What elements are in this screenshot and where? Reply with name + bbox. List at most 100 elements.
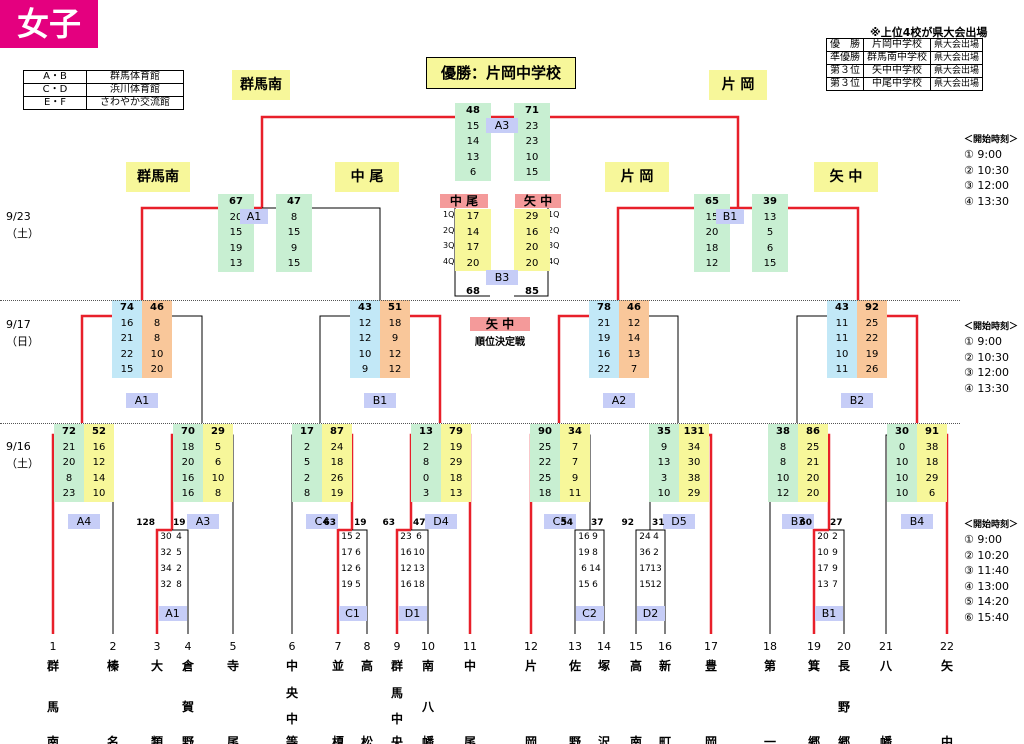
quarter-score: 2 bbox=[832, 532, 838, 542]
court-label: B4 bbox=[901, 514, 933, 529]
score-total: 46 bbox=[627, 302, 641, 313]
quarter-score: 14 bbox=[589, 564, 601, 574]
score-total: 91 bbox=[925, 426, 939, 437]
score-total: 87 bbox=[330, 426, 344, 437]
court-label: C5 bbox=[544, 514, 576, 529]
score-total: 78 bbox=[597, 302, 611, 313]
quarter-score: 8 bbox=[290, 211, 298, 223]
team-name-char: 倉 bbox=[181, 659, 194, 673]
team-name-char: 沢 bbox=[597, 735, 610, 744]
winner-path bbox=[395, 528, 411, 634]
date-divider bbox=[0, 423, 960, 424]
quarter-score: 38 bbox=[925, 441, 939, 453]
score-total: 70 bbox=[181, 426, 195, 437]
caption: 順位決定戦 bbox=[475, 337, 525, 348]
team-name-char: 群 bbox=[390, 659, 403, 673]
quarter-score: 20 bbox=[514, 240, 550, 256]
schedule-time: ④ 13:30 bbox=[964, 194, 1010, 208]
team-number: 5 bbox=[229, 640, 237, 653]
schedule-time: ② 10:30 bbox=[964, 163, 1010, 177]
team-name-char: 八 bbox=[879, 659, 892, 673]
quarter-score: 15 bbox=[578, 580, 590, 590]
quarter-score: 9 bbox=[832, 564, 838, 574]
team-name-char: 高 bbox=[629, 659, 642, 673]
quarter-score: 12 bbox=[705, 258, 719, 269]
quarter-score: 15 bbox=[466, 120, 480, 132]
court-label: D4 bbox=[425, 514, 457, 529]
score-total: 63 bbox=[323, 518, 336, 528]
result-cell: 準優勝 bbox=[826, 51, 864, 65]
weekday-label: （日） bbox=[6, 335, 39, 348]
team-label: 中 尾 bbox=[335, 162, 399, 192]
quarter-score: 7 bbox=[832, 580, 838, 590]
score-total: 92 bbox=[621, 518, 634, 528]
venue-cell: E・F bbox=[23, 96, 87, 110]
court-label: B3 bbox=[486, 270, 518, 285]
quarter-score: 5 bbox=[766, 227, 774, 238]
team-name-char: 岡 bbox=[524, 735, 537, 744]
quarter-score: 12 bbox=[341, 564, 353, 574]
score-total: 17 bbox=[300, 426, 314, 437]
bracket-line bbox=[590, 529, 605, 634]
quarter-score: 16 bbox=[514, 224, 550, 240]
team-name-char: 南 bbox=[629, 735, 642, 744]
team-name-char: 町 bbox=[658, 735, 671, 744]
result-cell: 県大会出場 bbox=[929, 64, 984, 78]
schedule-time: ② 10:30 bbox=[964, 350, 1010, 364]
quarter-score: 6 bbox=[469, 167, 477, 178]
quarter-score: 20 bbox=[229, 211, 243, 223]
schedule-time: ③ 12:00 bbox=[964, 366, 1010, 379]
weekday-label: （土） bbox=[6, 457, 39, 470]
score-total: 65 bbox=[705, 196, 719, 207]
quarter-score: 0 bbox=[422, 472, 430, 484]
result-cell: 中尾中学校 bbox=[863, 77, 931, 91]
quarter-score: 10 bbox=[776, 472, 790, 484]
quarter-score: 2 bbox=[355, 532, 361, 542]
score-total: 43 bbox=[358, 302, 372, 313]
team-number: 10 bbox=[421, 640, 435, 653]
score-total: 29 bbox=[211, 426, 225, 437]
team-name-char: 尾 bbox=[226, 735, 239, 744]
result-cell: 群馬南中学校 bbox=[863, 51, 931, 65]
bracket-line bbox=[635, 529, 650, 634]
quarter-score: 36 bbox=[639, 548, 651, 558]
quarter-label: 4Q bbox=[443, 256, 455, 266]
score-total: 86 bbox=[806, 426, 820, 437]
score-total: 34 bbox=[568, 426, 582, 437]
quarter-score: 18 bbox=[449, 472, 463, 484]
team-name-char: 尾 bbox=[463, 735, 476, 744]
quarter-score: 11 bbox=[568, 488, 582, 499]
quarter-score: 12 bbox=[388, 348, 402, 360]
quarter-score: 8 bbox=[303, 488, 311, 499]
quarter-score: 8 bbox=[214, 488, 222, 499]
team-name-char: 名 bbox=[106, 735, 119, 744]
court-label: B2 bbox=[841, 393, 873, 408]
team-label: 群馬南 bbox=[126, 162, 190, 192]
schedule-header: ＜開始時刻＞ bbox=[964, 520, 1019, 530]
quarter-score: 5 bbox=[355, 580, 361, 590]
team-name-char: 央 bbox=[390, 735, 403, 744]
score-total: 67 bbox=[229, 196, 243, 207]
title-badge: 女子 bbox=[0, 0, 98, 48]
bracket-line bbox=[650, 529, 666, 634]
quarter-score: 30 bbox=[687, 457, 701, 468]
result-row: 第３位中尾中学校県大会出場 bbox=[826, 77, 984, 91]
team-name-char: 幡 bbox=[879, 735, 892, 744]
court-label: B1 bbox=[716, 209, 744, 224]
quarter-score: 16 bbox=[181, 472, 195, 484]
quarter-score: 5 bbox=[303, 457, 311, 468]
quarter-score: 12 bbox=[650, 580, 662, 590]
quarter-score: 17 bbox=[455, 240, 491, 256]
quarter-score: 14 bbox=[92, 472, 106, 484]
court-label: B1 bbox=[815, 606, 843, 621]
team-name-char: 一 bbox=[763, 735, 776, 744]
quarter-score: 18 bbox=[925, 457, 939, 468]
result-row: 優 勝片岡中学校県大会出場 bbox=[826, 38, 984, 52]
quarter-score: 9 bbox=[290, 242, 298, 254]
quarter-score: 12 bbox=[358, 317, 372, 329]
